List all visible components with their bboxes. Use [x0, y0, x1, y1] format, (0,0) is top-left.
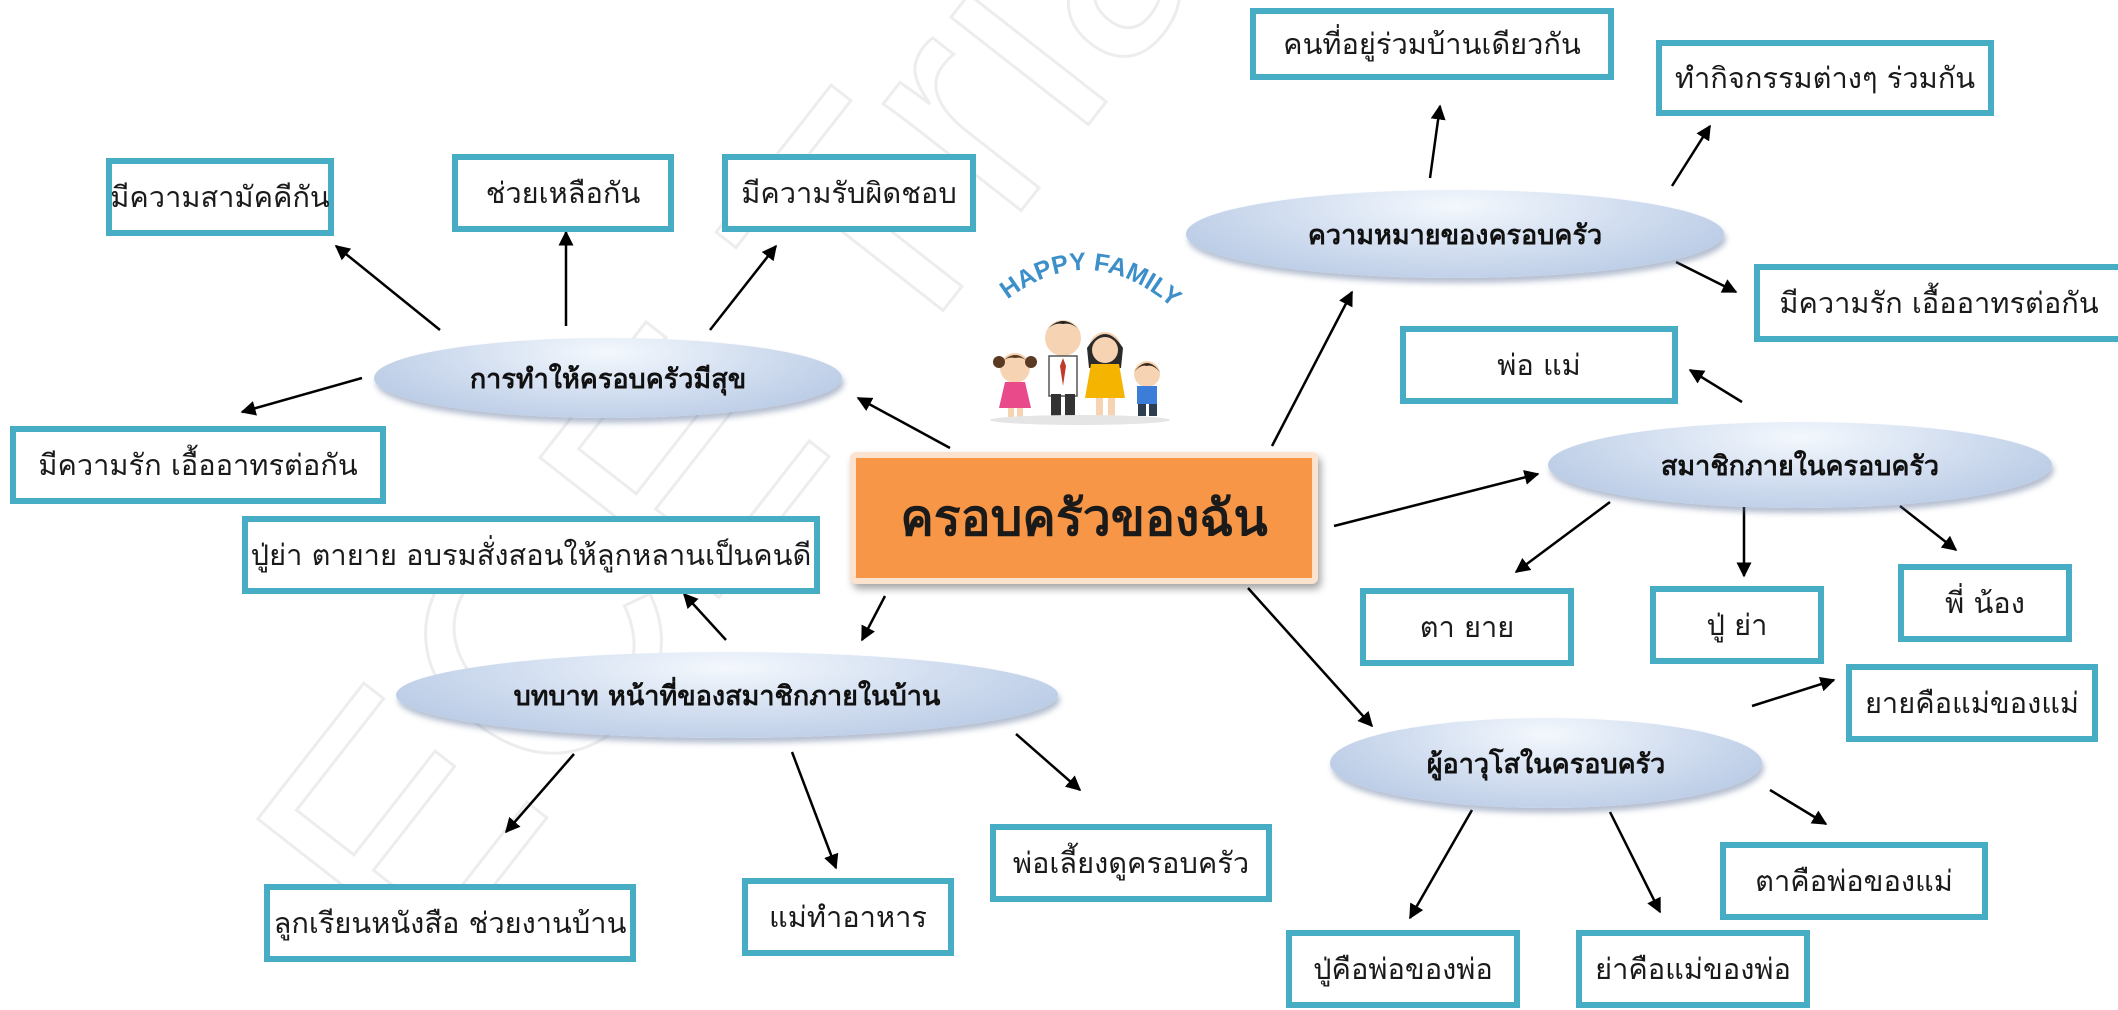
happiness-item-love: มีความรัก เอื้ออาทรต่อกัน — [10, 426, 386, 504]
connector-arrow — [1408, 809, 1474, 920]
roles-item-father: พ่อเลี้ยงดูครอบครัว — [990, 824, 1272, 902]
connector-arrow — [1333, 470, 1540, 528]
members-item-parents: พ่อ แม่ — [1400, 326, 1678, 404]
happy-family-illustration: HAPPY FAMILY — [990, 248, 1187, 425]
topic-happiness: การทำให้ครอบครัวมีสุข — [374, 338, 842, 418]
elders-item-maternal-grandmother: ยายคือแม่ของแม่ — [1846, 664, 2098, 742]
connector-arrow — [1428, 104, 1446, 179]
members-item-maternal-grandparents: ตา ยาย — [1360, 588, 1574, 666]
connector-arrow — [1670, 124, 1712, 187]
connector-arrow — [682, 592, 727, 641]
connector-arrow — [1751, 676, 1836, 708]
connector-arrow — [1899, 505, 1958, 551]
happiness-item-unity: มีความสามัคคีกัน — [106, 158, 334, 236]
connector-arrow — [1769, 788, 1828, 826]
elders-item-maternal-grandfather: ตาคือพ่อของแม่ — [1720, 842, 1988, 920]
topic-roles: บทบาท หน้าที่ของสมาชิกภายในบ้าน — [396, 652, 1058, 738]
connector-arrow — [1015, 733, 1082, 791]
elders-item-paternal-grandmother: ย่าคือแม่ของพ่อ — [1576, 930, 1810, 1008]
connector-arrow — [709, 244, 777, 331]
connector-arrow — [1514, 500, 1611, 574]
topic-elders: ผู้อาวุโสในครอบครัว — [1330, 718, 1762, 808]
roles-item-child: ลูกเรียนหนังสือ ช่วยงานบ้าน — [264, 884, 636, 962]
central-topic: ครอบครัวของฉัน — [850, 452, 1318, 584]
roles-item-mother: แม่ทำอาหาร — [742, 878, 954, 956]
meaning-item-love: มีความรัก เอื้ออาทรต่อกัน — [1754, 264, 2118, 342]
connector-arrow — [1675, 260, 1738, 294]
connector-arrow — [240, 376, 363, 416]
connector-arrow — [505, 753, 575, 834]
connector-arrow — [860, 595, 887, 642]
connector-arrow — [856, 396, 951, 450]
members-item-paternal-grandparents: ปู่ ย่า — [1650, 586, 1824, 664]
meaning-item-activities: ทำกิจกรรมต่างๆ ร่วมกัน — [1656, 40, 1994, 116]
topic-meaning: ความหมายของครอบครัว — [1186, 190, 1724, 278]
happy-family-banner: HAPPY FAMILY — [995, 248, 1187, 313]
connector-arrow — [1247, 587, 1374, 728]
connector-arrow — [334, 245, 441, 331]
topic-members: สมาชิกภายในครอบครัว — [1548, 422, 2052, 508]
happiness-item-helping: ช่วยเหลือกัน — [452, 154, 674, 232]
connector-arrow — [790, 751, 839, 870]
happiness-item-responsibility: มีความรับผิดชอบ — [722, 154, 976, 232]
members-item-siblings: พี่ น้อง — [1898, 564, 2072, 642]
elders-item-paternal-grandfather: ปู่คือพ่อของพ่อ — [1286, 930, 1520, 1008]
roles-item-grandparents: ปู่ย่า ตายาย อบรมสั่งสอนให้ลูกหลานเป็นคน… — [242, 516, 820, 594]
connector-arrow — [1608, 811, 1662, 914]
meaning-item-same-house: คนที่อยู่ร่วมบ้านเดียวกัน — [1250, 8, 1614, 80]
connector-arrow — [1270, 290, 1354, 447]
connector-arrow — [1688, 368, 1743, 404]
